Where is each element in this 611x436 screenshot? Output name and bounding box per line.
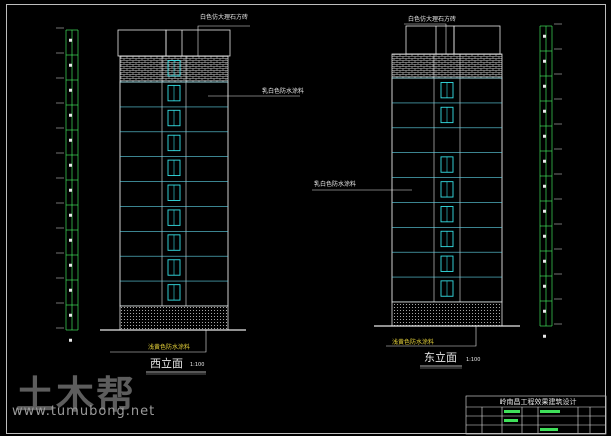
east-bottom-label: 浅黄色防水涂料 (392, 339, 435, 346)
west-scale: 1:100 (190, 362, 205, 368)
west-elevation-title: 西立面 (150, 357, 183, 370)
level-marker (69, 63, 72, 67)
level-marker (69, 288, 72, 292)
east-dimension-column (539, 23, 562, 338)
east-top-label: 白色仿大理石方砖 (408, 16, 457, 23)
east-scale: 1:100 (466, 357, 481, 363)
level-marker (69, 263, 72, 267)
west-bottom-label: 浅黄色防水涂料 (148, 344, 191, 351)
west-mid-label: 乳白色防水涂料 (262, 88, 305, 95)
level-marker (543, 84, 546, 88)
level-marker (543, 184, 546, 188)
level-marker (543, 59, 546, 63)
west-top-label: 白色仿大理石方砖 (200, 14, 249, 21)
level-marker (69, 188, 72, 192)
level-marker (543, 159, 546, 163)
west-window-column (167, 60, 181, 326)
title-block-heading: 岭南昌工程效果建筑设计 (499, 398, 577, 406)
level-marker (69, 163, 72, 167)
level-marker (543, 259, 546, 263)
drawing-frame (6, 4, 606, 434)
watermark-brand: 土木帮 (16, 373, 137, 417)
level-marker (543, 209, 546, 213)
level-marker (69, 38, 72, 42)
level-marker (69, 113, 72, 117)
level-marker (69, 238, 72, 242)
level-marker (543, 109, 546, 113)
level-marker (69, 213, 72, 217)
level-marker (543, 234, 546, 238)
east-mid-label: 乳白色防水涂料 (314, 181, 357, 188)
west-floor-lines (120, 81, 228, 307)
level-marker (543, 134, 546, 138)
title-block (465, 395, 607, 435)
level-marker (69, 338, 72, 342)
level-marker (69, 313, 72, 317)
level-marker (69, 138, 72, 142)
level-marker (69, 88, 72, 92)
east-brick-band (391, 53, 503, 79)
level-marker (543, 34, 546, 38)
east-elevation-title: 东立面 (424, 351, 457, 364)
watermark-url: www.tumubong.net (12, 404, 156, 419)
west-base-band (119, 305, 229, 331)
level-marker (543, 309, 546, 313)
west-elevation (56, 25, 300, 353)
level-marker (543, 284, 546, 288)
west-dimension-column (56, 27, 79, 342)
level-marker (543, 334, 546, 338)
east-base-band (391, 301, 503, 327)
east-elevation (312, 23, 562, 347)
